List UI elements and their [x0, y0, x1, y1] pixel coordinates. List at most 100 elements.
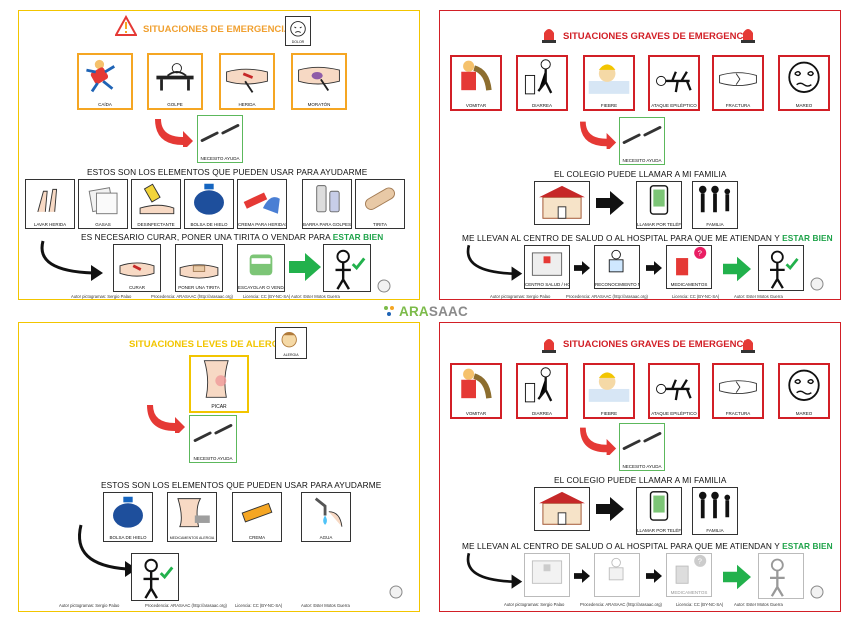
card-dizziness: MAREO: [778, 55, 830, 111]
heading-school-call: EL COLEGIO PUEDE LLAMAR A MI FAMILIA: [554, 475, 727, 485]
black-arrow-icon: [574, 569, 590, 583]
green-arrow-icon: [723, 564, 751, 590]
footer-credit: Autor: Ester Motos Guerra: [734, 294, 783, 299]
itch-icon: [203, 360, 229, 398]
siren-icon: [741, 29, 755, 43]
panel-title: SITUACIONES DE EMERGENCIA: [143, 24, 291, 35]
card-fever: FIEBRE: [583, 363, 635, 419]
brand-saac: SAAC: [428, 303, 468, 319]
card-fracture: FRACTURA: [712, 55, 764, 111]
arasaac-logo-icon: [384, 306, 394, 316]
step-feeling-well: [323, 244, 371, 292]
card-diarrhea: DIARREA: [516, 363, 568, 419]
allergy-face-icon: [281, 332, 297, 348]
pain-face-icon: [290, 21, 306, 37]
card-vomit: VOMITAR: [450, 55, 502, 111]
curved-arrow-icon: [147, 405, 185, 433]
footer-credit: Autor: Ester Motos Guerra: [291, 294, 340, 299]
cream-icon: [243, 192, 280, 214]
toilet-icon: [524, 367, 553, 403]
card-fever: FIEBRE: [583, 55, 635, 111]
heading-cure: ES NECESARIO CURAR, PONER UNA TIRITA O V…: [81, 232, 384, 242]
swoop-arrow-icon: [78, 524, 137, 577]
green-arrow-icon: [289, 253, 321, 281]
footer-author: Autor pictogramas: Sergio Palao: [504, 602, 565, 607]
bruise-icon: [298, 66, 340, 92]
black-arrow-icon: [646, 569, 662, 583]
black-arrow-icon: [646, 261, 662, 275]
card-phone-call: LLAMAR POR TELÉFONO: [636, 487, 682, 535]
seizure-icon: [656, 71, 692, 93]
card-phone-call: LLAMAR POR TELÉFONO: [636, 181, 682, 229]
gauze-icon: [88, 187, 118, 215]
step-medication: ? MEDICAMENTOS: [666, 245, 712, 289]
swoop-arrow-icon: [466, 244, 523, 281]
family-icon: [698, 185, 731, 213]
author-logo-icon: [389, 585, 403, 599]
step-bandage: ESCAYOLAR O VENDAR: [237, 244, 285, 292]
helping-hands-icon: [622, 126, 662, 144]
svg-text:?: ?: [698, 556, 703, 565]
footer-credit: Autor: Ester Motos Guerra: [301, 603, 350, 608]
swoop-arrow-icon: [466, 552, 523, 589]
stay-well-text: ESTAR BIEN: [332, 232, 384, 242]
school-icon: [539, 185, 585, 219]
footer-source: Procedencia: ARASAAC (http://arasaac.org…: [151, 294, 233, 299]
panel-mild-allergy: SITUACIONES LEVES DE ALERGIA ALERGIA PIC…: [18, 322, 420, 612]
stick-icon: [316, 185, 340, 213]
heading-school-call: EL COLEGIO PUEDE LLAMAR A MI FAMILIA: [554, 169, 727, 179]
footer-license: Licencia: CC (BY-NC-SA): [676, 602, 724, 607]
stay-well-text: ESTAR BIEN: [782, 541, 833, 551]
doctor-check-icon: [143, 558, 174, 599]
doctor-check-icon: [770, 558, 785, 597]
item-gauze: GASAS: [78, 179, 128, 229]
item-plaster: TIRITA: [355, 179, 405, 229]
medication-icon: ?: [676, 246, 707, 276]
cream-tube-icon: [241, 502, 273, 523]
vomit-icon: [461, 60, 492, 91]
dizzy-face-icon: [788, 61, 820, 93]
card-bruise: MORATÓN: [291, 53, 347, 110]
item-ice-bag: BOLSA DE HIELO: [103, 492, 153, 542]
panel-serious-emergencies: SITUACIONES GRAVES DE EMERGENCIA VOMITAR…: [439, 10, 841, 300]
author-logo-icon: [377, 279, 391, 293]
card-school: [534, 487, 590, 531]
item-wash-wound: LAVAR HERIDA: [25, 179, 75, 229]
siren-icon: [542, 339, 556, 353]
curved-arrow-icon: [580, 121, 617, 149]
card-school: [534, 181, 590, 225]
svg-text:?: ?: [698, 248, 703, 257]
ice-bag-icon: [194, 183, 224, 215]
curved-arrow-icon: [580, 427, 617, 455]
panel-title: SITUACIONES GRAVES DE EMERGENCIA: [563, 31, 753, 42]
fever-icon: [588, 64, 630, 94]
phone-icon: [649, 491, 669, 521]
footer-source: Procedencia: ARASAAC (http://arasaac.org…: [145, 603, 227, 608]
author-logo-icon: [810, 277, 824, 291]
fracture-icon: [719, 72, 757, 87]
step-hospital: CENTRO SALUD / HOSPITAL: [524, 245, 570, 289]
author-logo-icon: [810, 585, 824, 599]
curved-arrow-icon: [155, 119, 193, 147]
card-need-help: NECESITO AYUDA: [197, 115, 243, 163]
panel-title: SITUACIONES GRAVES DE EMERGENCIA: [563, 339, 753, 350]
doctor-check-icon: [770, 250, 799, 289]
fall-icon: [86, 59, 116, 93]
hospital-icon: [531, 560, 563, 584]
card-fall: CAÍDA: [77, 53, 133, 110]
step-feeling-well: [131, 553, 179, 601]
card-hit: GOLPE: [147, 53, 203, 110]
card-family: FAMILIA: [692, 181, 738, 229]
item-bruise-stick: BARRA PARA GOLPES: [302, 179, 352, 229]
black-arrow-icon: [596, 497, 624, 521]
step-doctor-greyed: [594, 553, 640, 597]
pain-face-card: DOLOR: [285, 16, 311, 46]
seizure-icon: [656, 379, 692, 401]
toilet-icon: [524, 59, 553, 95]
card-itch: PICAR: [189, 355, 249, 413]
green-arrow-icon: [723, 256, 751, 282]
school-icon: [539, 491, 585, 525]
medication-icon: ?: [675, 554, 707, 584]
item-water: AGUA: [301, 492, 351, 542]
